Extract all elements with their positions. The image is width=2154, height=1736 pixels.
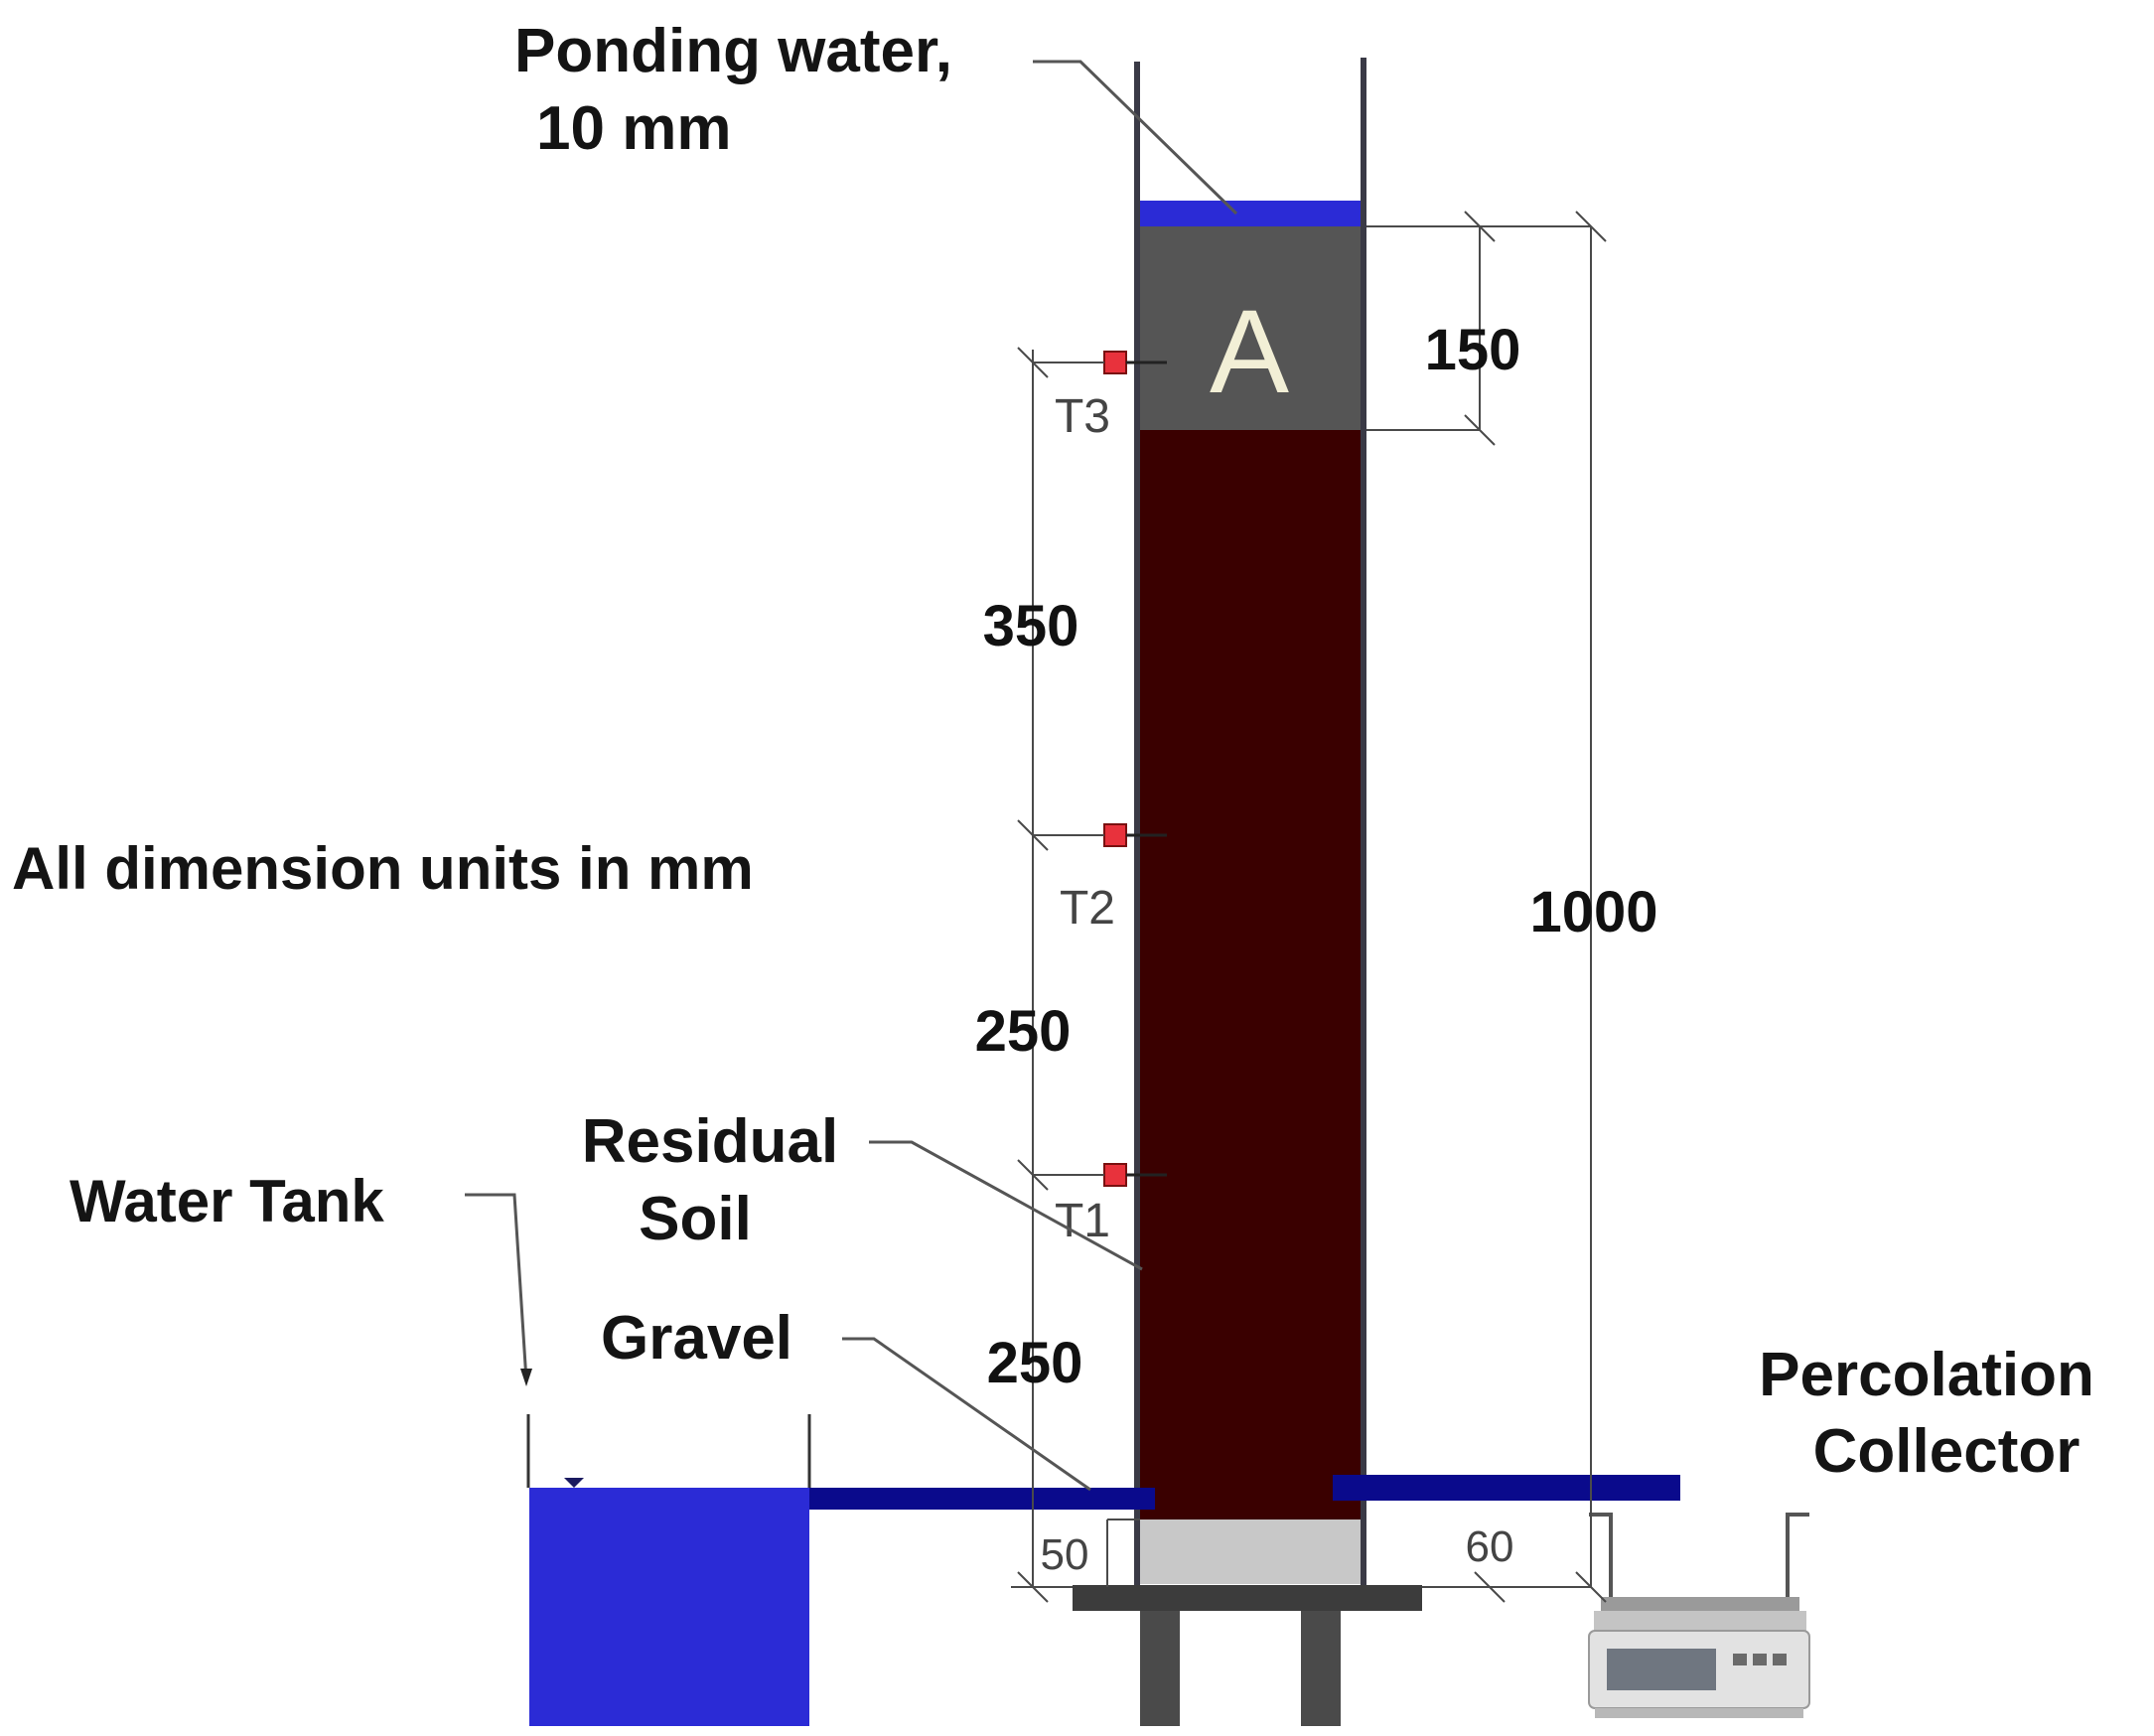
water-tank-body: [529, 1488, 809, 1726]
dimension-lines: [1011, 211, 1607, 1603]
scale-pan-handles: [1589, 1513, 1809, 1601]
scale-foot: [1595, 1708, 1803, 1718]
tick-t3: [1017, 347, 1049, 378]
water-tank-label: Water Tank: [70, 1168, 384, 1234]
sensors: T3 T2 T1: [1055, 351, 1167, 1247]
scale-button-3: [1773, 1654, 1787, 1665]
leader-lines: [465, 60, 1238, 1492]
residual-soil-layer: [1140, 430, 1361, 1519]
tick-150-top: [1464, 211, 1496, 242]
residual-soil-leader: [869, 1140, 1143, 1271]
sensor-t3: [1103, 351, 1127, 374]
gravel-leader: [842, 1337, 1091, 1492]
text-labels: Ponding water, 10 mm All dimension units…: [12, 17, 2094, 1486]
dim-1000: 1000: [1529, 880, 1657, 944]
top-layer-a: [1140, 226, 1361, 430]
residual-soil-label-line2: Soil: [639, 1185, 752, 1253]
column-right-leg: [1301, 1611, 1341, 1726]
column-base-plate: [1073, 1585, 1422, 1611]
scale-button-2: [1753, 1654, 1767, 1665]
scale-display: [1607, 1649, 1716, 1690]
percolation-label-line2: Collector: [1813, 1417, 2081, 1486]
residual-soil-label-line1: Residual: [582, 1107, 838, 1176]
sensor-t3-label: T3: [1055, 390, 1110, 443]
inlet-pipe: [809, 1488, 1155, 1510]
sensor-t2: [1103, 823, 1127, 847]
water-tank-arrow-icon: [520, 1369, 532, 1386]
gravel-layer: [1140, 1519, 1361, 1584]
sensor-t1: [1103, 1163, 1127, 1187]
ponding-water-label-line2: 10 mm: [536, 94, 731, 163]
gravel-label: Gravel: [601, 1304, 792, 1373]
dim-60: 60: [1466, 1522, 1514, 1571]
weighing-scale: [1588, 1513, 1810, 1718]
column-right-wall: [1361, 58, 1366, 1592]
tick-1000-top: [1575, 211, 1607, 242]
water-level-marker-icon: [564, 1478, 584, 1488]
column-left-leg: [1140, 1611, 1180, 1726]
outlet-pipe: [1333, 1475, 1680, 1501]
soil-column: A: [1073, 58, 1422, 1726]
dimension-values: 150 1000 350 250 250 50 60: [975, 318, 1658, 1579]
water-tank-leader: [465, 1193, 528, 1381]
ponding-leader: [1033, 60, 1238, 216]
tick-t2: [1017, 819, 1049, 851]
percolation-label-line1: Percolation: [1759, 1341, 2094, 1409]
tick-60: [1474, 1571, 1506, 1603]
layer-a-label: A: [1210, 285, 1289, 418]
scale-button-1: [1733, 1654, 1747, 1665]
units-note: All dimension units in mm: [12, 835, 754, 902]
column-left-wall: [1134, 62, 1140, 1591]
tick-150-bottom: [1464, 414, 1496, 446]
dim-150: 150: [1425, 318, 1521, 382]
tick-t1: [1017, 1159, 1049, 1191]
dim-250-upper: 250: [975, 999, 1072, 1064]
tick-base-left: [1017, 1571, 1049, 1603]
sensor-t2-label: T2: [1060, 882, 1115, 935]
dim-350: 350: [983, 594, 1079, 658]
sensor-t1-label: T1: [1055, 1195, 1110, 1247]
scale-top: [1594, 1611, 1806, 1631]
ponding-water-layer: [1140, 201, 1361, 226]
water-tank-assembly: [526, 1414, 1680, 1726]
dim-250-lower: 250: [987, 1331, 1083, 1395]
dim-50: 50: [1041, 1530, 1089, 1579]
ponding-water-label-line1: Ponding water,: [514, 17, 952, 85]
scale-pan: [1601, 1597, 1799, 1611]
